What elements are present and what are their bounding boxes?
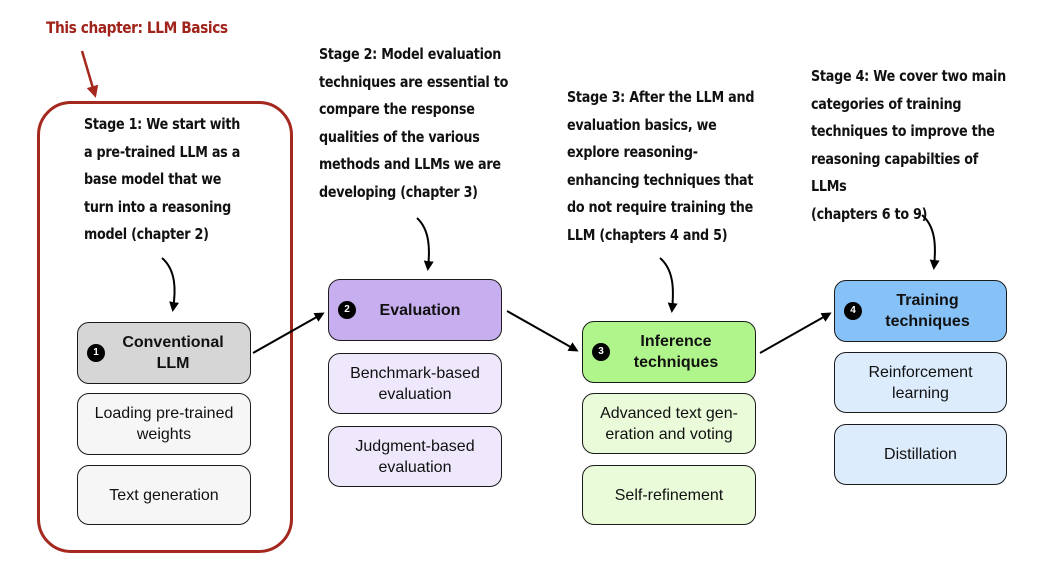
stage-3-badge: 3 [592,343,610,361]
stage-4-head-box: 4 Training techniques [834,280,1007,342]
stage-2-curved-arrow [416,217,434,271]
stage-3-item-label: Self-refinement [614,486,724,504]
stage-3-description: Stage 3: After the LLM and evaluation ba… [567,88,755,244]
stage-3-to-4-arrow [759,312,832,354]
stage-3-item-box: Advanced text gen- eration and voting [582,393,756,454]
stage-3-head-box: 3 Inference techniques [582,321,756,383]
stage-4-item-label: Reinforcement learning [868,363,973,402]
stage-3-head-label: Inference techniques [633,333,719,371]
stage-1-item-box: Text generation [77,465,251,525]
stage-2-item-box: Judgment-based evaluation [328,426,502,487]
stage-2-item-label: Benchmark-based evaluation [350,364,480,403]
stage-1-item-box: Loading pre-trained weights [77,393,251,455]
stage-4-description: Stage 4: We cover two main categories of… [811,67,1006,223]
stage-4-head-label: Training techniques [885,292,970,330]
stage-2-head-box: 2 Evaluation [328,279,502,341]
stage-1-head-box: 1 Conventional LLM [77,322,251,384]
stage-4-item-label: Distillation [884,446,957,463]
stage-2-head-label: Evaluation [379,301,461,319]
stage-2-description: Stage 2: Model evaluation techniques are… [319,45,509,201]
stage-4-item-box: Reinforcement learning [834,352,1007,413]
stage-1-badge: 1 [87,344,105,362]
stage-1-item-label: Loading pre-trained weights [94,405,234,443]
chapter-label: This chapter: LLM Basics [46,18,228,37]
stage-1-head-label: Conventional LLM [122,334,224,372]
stage-2-to-3-arrow [506,310,579,352]
stage-3-item-box: Self-refinement [582,465,756,525]
stage-3-item-label: Advanced text gen- eration and voting [600,404,738,443]
stage-2-item-box: Benchmark-based evaluation [328,353,502,414]
stage-2-badge: 2 [338,301,356,319]
stage-4-badge: 4 [844,302,862,320]
stage-2-item-label: Judgment-based evaluation [355,437,475,476]
stage-3-curved-arrow [659,257,678,313]
chapter-pointer-arrow [80,50,99,98]
stage-1-item-label: Text generation [109,486,219,504]
stage-4-item-box: Distillation [834,424,1007,485]
stage-1-description: Stage 1: We start with a pre-trained LLM… [84,115,241,243]
